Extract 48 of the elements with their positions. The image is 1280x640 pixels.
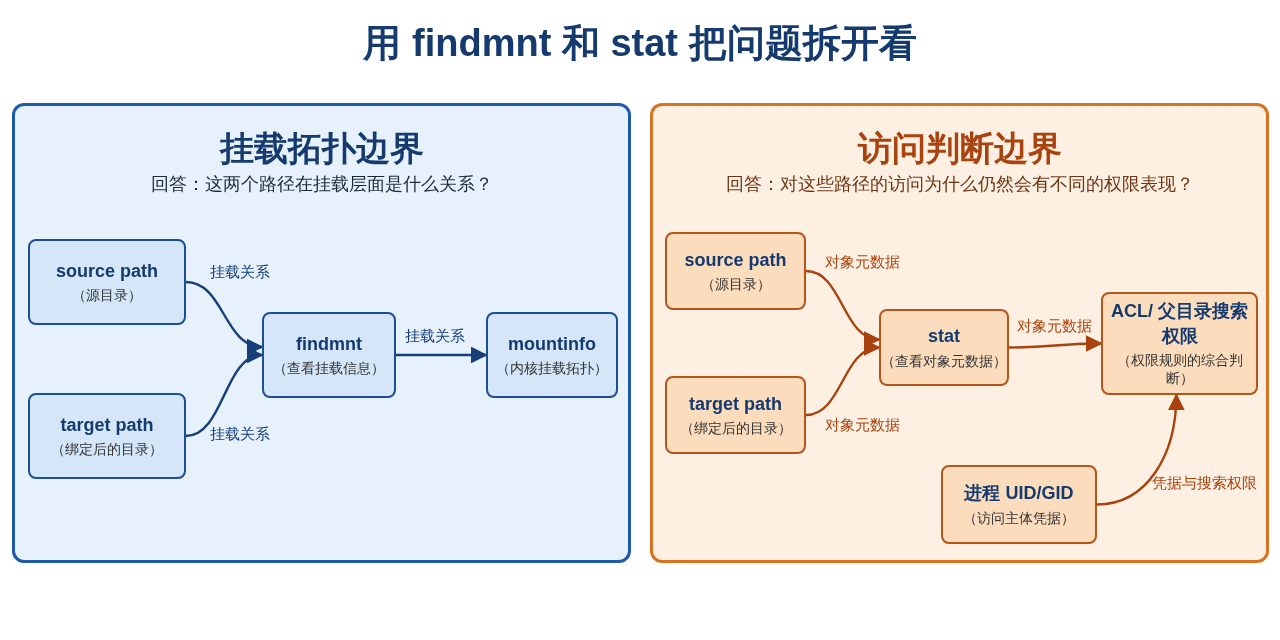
box-subtitle: （查看对象元数据） [881, 352, 1007, 371]
box-label: ACL/ 父目录搜索权限 [1110, 300, 1249, 348]
box-subtitle: （查看挂载信息） [273, 360, 385, 379]
box-subtitle: （绑定后的目录） [51, 441, 163, 460]
process-box [28, 393, 186, 479]
panel-heading: 访问判断边界 [856, 128, 1063, 169]
box-subtitle: （绑定后的目录） [679, 420, 792, 439]
edge-label: 对象元数据 [825, 416, 900, 435]
box-label: source path [56, 259, 158, 283]
edge-label: 对象元数据 [825, 253, 900, 272]
box-label: 进程 UID/GID [964, 482, 1074, 506]
process-box [941, 465, 1097, 544]
arrow [805, 269, 881, 346]
panel-heading: 挂载拓扑边界 [218, 128, 425, 169]
edge-label: 挂载关系 [210, 425, 270, 444]
page-title: 用 findmnt 和 stat 把问题拆开看 [361, 21, 918, 66]
arrow [1009, 335, 1103, 352]
arrow [185, 349, 264, 438]
box-subtitle: （权限规则的综合判断） [1115, 351, 1244, 388]
arrow [185, 280, 264, 354]
process-box [879, 309, 1009, 386]
box-subtitle: （源目录） [700, 276, 771, 295]
box-subtitle: （源目录） [72, 287, 142, 306]
process-box [262, 312, 396, 398]
panel [650, 103, 1269, 563]
box-subtitle: （访问主体凭据） [963, 509, 1075, 528]
box-label: source path [684, 248, 787, 272]
box-label: findmnt [296, 332, 362, 356]
process-box [665, 376, 806, 454]
box-label: stat [928, 325, 960, 349]
arrow [396, 346, 488, 364]
box-subtitle: （内核挂载拓扑） [496, 360, 608, 379]
edge-label: 凭据与搜索权限 [1152, 474, 1257, 493]
process-box [486, 312, 618, 398]
edge-label: 对象元数据 [1017, 317, 1092, 336]
panel-question: 回答：这两个路径在挂载层面是什么关系？ [149, 173, 494, 196]
arrow [805, 341, 881, 417]
arrow [1096, 393, 1185, 506]
box-label: mountinfo [508, 332, 596, 356]
edge-label: 挂载关系 [210, 263, 270, 282]
box-label: target path [60, 413, 154, 437]
process-box [665, 232, 806, 310]
process-box [28, 239, 186, 325]
panel-question: 回答：对这些路径的访问为什么仍然会有不同的权限表现？ [724, 173, 1195, 196]
box-label: target path [689, 392, 782, 416]
edge-label: 挂载关系 [405, 327, 465, 346]
process-box [1101, 292, 1258, 395]
panel [12, 103, 631, 563]
